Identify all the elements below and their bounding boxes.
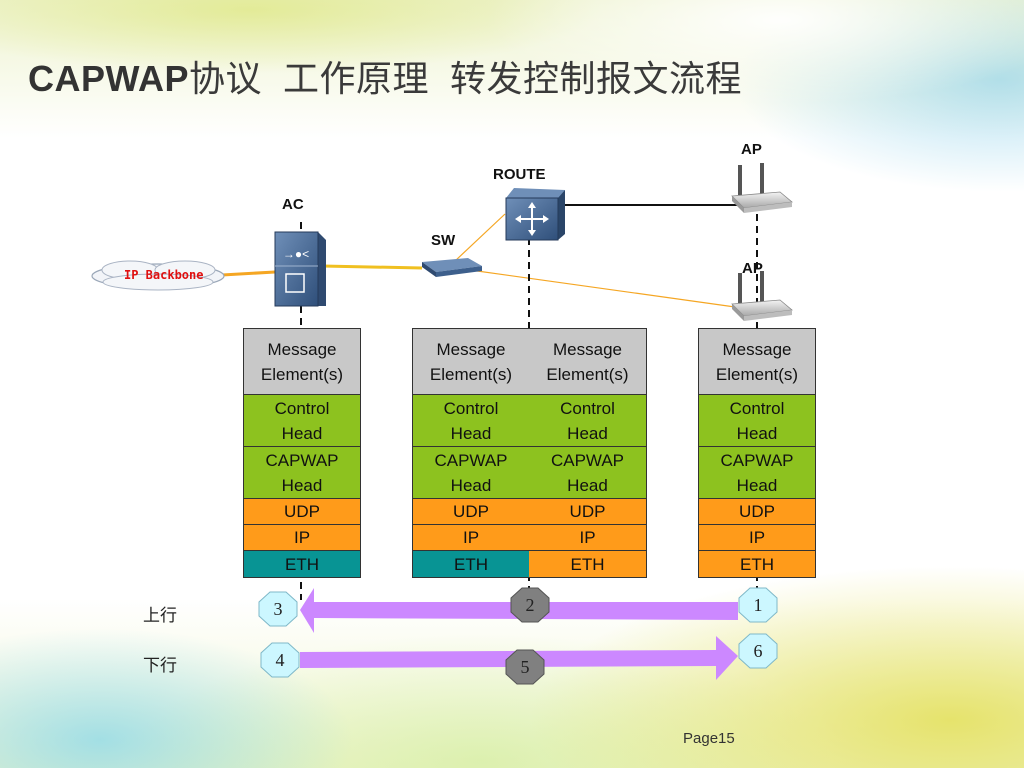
layer-udp: UDP	[699, 499, 815, 525]
layer-label-line: Control	[560, 398, 615, 418]
layer-label-line: Element(s)	[429, 364, 513, 384]
title-latin: CAPWAP	[28, 58, 190, 99]
downstream-label: 下行	[143, 656, 177, 676]
upstream-label: 上行	[143, 606, 177, 626]
step-4-number: 4	[275, 649, 285, 670]
layer-label-line: Head	[281, 475, 323, 495]
layer-label-line: CAPWAP	[550, 450, 625, 470]
cloud-label: IP Backbone	[124, 268, 204, 282]
layer-label-line: Control	[729, 398, 785, 418]
layer-label-line: Message	[722, 339, 792, 359]
page-number: Page15	[683, 730, 735, 747]
layer-label-line: Message	[436, 339, 506, 359]
step-6-number: 6	[753, 640, 763, 661]
step-4-badge: 4	[260, 642, 300, 678]
title-cjk: 协议 工作原理 转发控制报文流程	[189, 58, 743, 99]
step-5-badge: 5	[505, 649, 545, 685]
layer-capwap-head: CAPWAP Head	[244, 447, 360, 499]
link-ac-sw	[321, 264, 423, 270]
layer-label-line: Message	[553, 339, 622, 359]
step-3-badge: 3	[258, 591, 298, 627]
step-3-number: 3	[273, 598, 283, 619]
layer-label-line: Control	[274, 398, 330, 418]
step-5-number: 5	[520, 656, 530, 677]
link-sw-route	[454, 213, 506, 262]
svg-text:→●<: →●<	[283, 247, 309, 261]
layer-label-line: Head	[281, 423, 323, 443]
layer-label-line: Head	[736, 423, 778, 443]
link-sw-ap-bottom	[469, 269, 736, 308]
ap-top-label: AP	[741, 141, 762, 158]
layer-ip: IP	[529, 525, 646, 551]
layer-label-line: Head	[450, 475, 492, 495]
layer-label-line: Head	[567, 475, 608, 495]
ap-top-device-icon	[731, 163, 793, 213]
route-label: ROUTE	[493, 166, 546, 183]
layer-udp: UDP	[244, 499, 360, 525]
step-2-number: 2	[525, 594, 535, 615]
layer-label-line: Head	[567, 423, 608, 443]
layer-capwap-head: CAPWAP Head	[699, 447, 815, 499]
layer-eth: ETH	[244, 551, 360, 577]
step-2-badge: 2	[510, 587, 550, 623]
layer-label-line: CAPWAP	[265, 450, 339, 470]
layer-ip: IP	[699, 525, 815, 551]
layer-capwap-head: CAPWAP Head	[529, 447, 646, 499]
layer-label-line: Element(s)	[715, 364, 799, 384]
slide-title: CAPWAP协议 工作原理 转发控制报文流程	[28, 50, 742, 102]
ip-backbone-cloud-icon	[91, 260, 225, 291]
route-device-icon	[505, 188, 565, 241]
layer-label-line: CAPWAP	[720, 450, 794, 470]
sw-label: SW	[431, 232, 456, 249]
layer-ip: IP	[413, 525, 529, 551]
ap-bottom-device-icon	[731, 271, 793, 321]
ac-label: AC	[282, 196, 304, 213]
layer-udp: UDP	[529, 499, 646, 525]
ac-device-icon: →●<	[274, 231, 326, 307]
layer-udp: UDP	[413, 499, 529, 525]
layer-capwap-head: CAPWAP Head	[413, 447, 529, 499]
layer-label-line: CAPWAP	[434, 450, 508, 470]
ap-bottom-label: AP	[742, 260, 763, 277]
step-1-badge: 1	[738, 587, 778, 623]
step-1-number: 1	[753, 594, 763, 615]
layer-label-line: Head	[736, 475, 778, 495]
layer-label-line: Message	[267, 339, 337, 359]
sw-device-icon	[422, 258, 482, 277]
layer-eth: ETH	[529, 551, 646, 577]
link-cloud-ac	[221, 270, 276, 277]
layer-eth: ETH	[699, 551, 815, 577]
step-6-badge: 6	[738, 633, 778, 669]
layer-label-line: Head	[450, 423, 492, 443]
layer-label-line: Element(s)	[260, 364, 344, 384]
layer-label-line: Element(s)	[546, 364, 629, 384]
layer-label-line: Control	[443, 398, 499, 418]
layer-eth: ETH	[413, 551, 529, 577]
layer-ip: IP	[244, 525, 360, 551]
